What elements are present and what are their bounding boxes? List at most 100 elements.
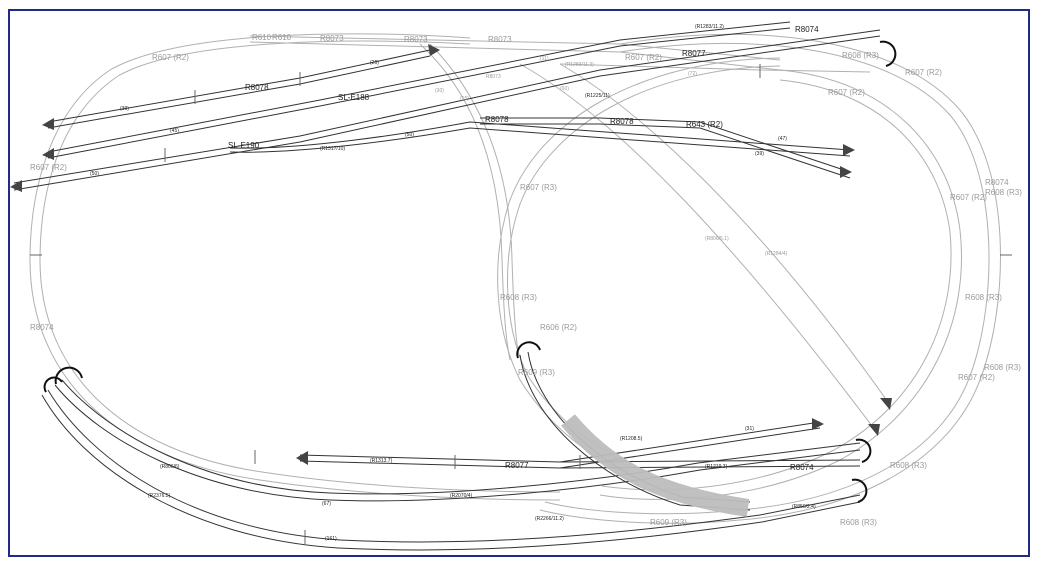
label-l19: R607 (R2) — [625, 53, 662, 62]
label-d24: (67) — [322, 501, 331, 507]
upper-right-loop-3 — [599, 69, 962, 500]
lower-branch-3 — [480, 117, 851, 173]
label-d21: (R1219.3) — [705, 464, 728, 470]
lower-left-curve-2 — [61, 379, 861, 495]
label-l2: R8073 — [320, 34, 344, 43]
label-l15: R607 (R2) — [958, 373, 995, 382]
label-d12: (50) — [90, 171, 99, 177]
upper-outer-loop-left — [29, 33, 561, 501]
upper-diagonal-2 — [519, 63, 876, 431]
label-d9: R8074 — [790, 463, 814, 472]
label-d23: (R2266/11.2) — [535, 516, 564, 522]
label-l14: R608 (R3) — [984, 363, 1021, 372]
label-l13: R607 (R2) — [905, 68, 942, 77]
end-marker-5 — [855, 438, 872, 463]
label-d4: R8078 — [610, 117, 634, 126]
label-d28: (R850/2.4) — [792, 504, 816, 510]
arrow-bottom-left — [296, 451, 308, 465]
label-l30: (72) — [688, 71, 697, 77]
label-l1: R610 — [272, 33, 292, 42]
label-d0: R8078 — [245, 83, 269, 92]
lower-center-curve-1 — [519, 354, 751, 511]
upper-right-loop-4 — [601, 79, 952, 491]
label-d13: (26) — [370, 60, 379, 66]
upper-outer-loop-left-inner — [39, 40, 561, 493]
label-d16: (39) — [755, 151, 764, 157]
label-d6: R8077 — [682, 49, 706, 58]
label-l31: R8073 — [486, 74, 501, 80]
label-d11: (45) — [170, 128, 179, 134]
upper-diagonal-1 — [559, 63, 891, 406]
upper-right-loop-2 — [544, 42, 990, 515]
lower-left-curve-4 — [41, 394, 861, 551]
end-marker-1 — [43, 376, 63, 393]
arrow-top-1 — [428, 44, 440, 56]
label-d3: R8078 — [485, 115, 509, 124]
end-marker-6 — [851, 478, 868, 503]
label-l22: R8074 — [985, 178, 1009, 187]
lower-left-curve-1 — [54, 384, 861, 502]
label-d17: (R1317/10) — [320, 146, 345, 152]
light-labels: R610 R610 R8073 R8073 R8073 R607 (R2) R6… — [30, 33, 1022, 527]
upper-inner-curve-1 — [497, 57, 781, 471]
label-l26: (11) — [540, 56, 549, 62]
label-d1: SL-E188 — [338, 93, 370, 102]
lower-branch-4 — [480, 123, 851, 179]
label-l0: R610 — [252, 33, 272, 42]
label-d30: (R1225/11) — [585, 93, 610, 99]
label-l33: (R1284/4) — [765, 251, 788, 257]
label-d14: (50) — [405, 132, 414, 138]
label-d5: R643 (R2) — [686, 120, 723, 129]
end-marker-4 — [879, 40, 897, 67]
highlighted-track-section[interactable] — [561, 414, 750, 517]
label-l17: R606 (R2) — [540, 323, 577, 332]
upper-top-straight-3 — [559, 63, 871, 73]
label-l21: R8074 — [30, 323, 54, 332]
lower-level-tracks — [13, 21, 881, 551]
label-l16: R607 (R3) — [520, 183, 557, 192]
label-l7: R608 (R3) — [842, 51, 879, 60]
label-d7: R8074 — [795, 25, 819, 34]
lower-long-straight-1 — [13, 29, 881, 184]
arrow-right-2 — [840, 166, 852, 178]
label-l23: R607 (R2) — [30, 163, 67, 172]
label-l4: R8073 — [488, 35, 512, 44]
arrow-right-1 — [843, 144, 855, 156]
label-d18: (R1208.5) — [620, 436, 643, 442]
label-d15: (47) — [778, 136, 787, 142]
arrow-bottom-right — [812, 418, 824, 430]
label-l28: (30) — [435, 88, 444, 94]
lower-top-straight-2 — [47, 55, 431, 129]
upper-wye-1 — [419, 43, 511, 361]
upper-right-loop-1 — [539, 33, 1001, 524]
label-l5: R607 (R2) — [152, 53, 189, 62]
label-l32: (R806/5.1) — [705, 236, 729, 242]
dark-labels: R8078 SL-E188 SL-E190 R8078 R8078 R643 (… — [90, 24, 819, 542]
label-l29: (60) — [560, 86, 569, 92]
lower-mid-straight-2 — [47, 27, 791, 159]
label-d19: (31) — [745, 426, 754, 432]
label-l10: R609 (R3) — [650, 518, 687, 527]
upper-inner-curve-2 — [507, 65, 781, 463]
label-l3: R8073 — [404, 35, 428, 44]
label-d2: SL-E190 — [228, 141, 260, 150]
label-d26: (R806/6) — [160, 464, 180, 470]
label-d8: R8077 — [505, 461, 529, 470]
label-l12: R608 (R3) — [985, 188, 1022, 197]
arrow-left-1 — [42, 118, 54, 130]
arrow-diag-2 — [868, 424, 880, 436]
track-joints — [30, 64, 1012, 544]
upper-wye-2 — [429, 43, 519, 351]
label-l20: R608 (R3) — [500, 293, 537, 302]
lower-mid-straight-1 — [47, 21, 791, 153]
label-l9: R608 (R3) — [840, 518, 877, 527]
label-d22: (R2070/4) — [450, 493, 473, 499]
arrow-left-3 — [10, 180, 22, 192]
label-l18: R609 (R3) — [518, 368, 555, 377]
label-d20: (R1313.7) — [370, 458, 393, 464]
end-marker-2 — [54, 366, 83, 385]
upper-level-tracks — [29, 33, 1001, 524]
arrow-diag-1 — [880, 398, 892, 410]
label-d27: (R2376.5) — [148, 493, 171, 499]
